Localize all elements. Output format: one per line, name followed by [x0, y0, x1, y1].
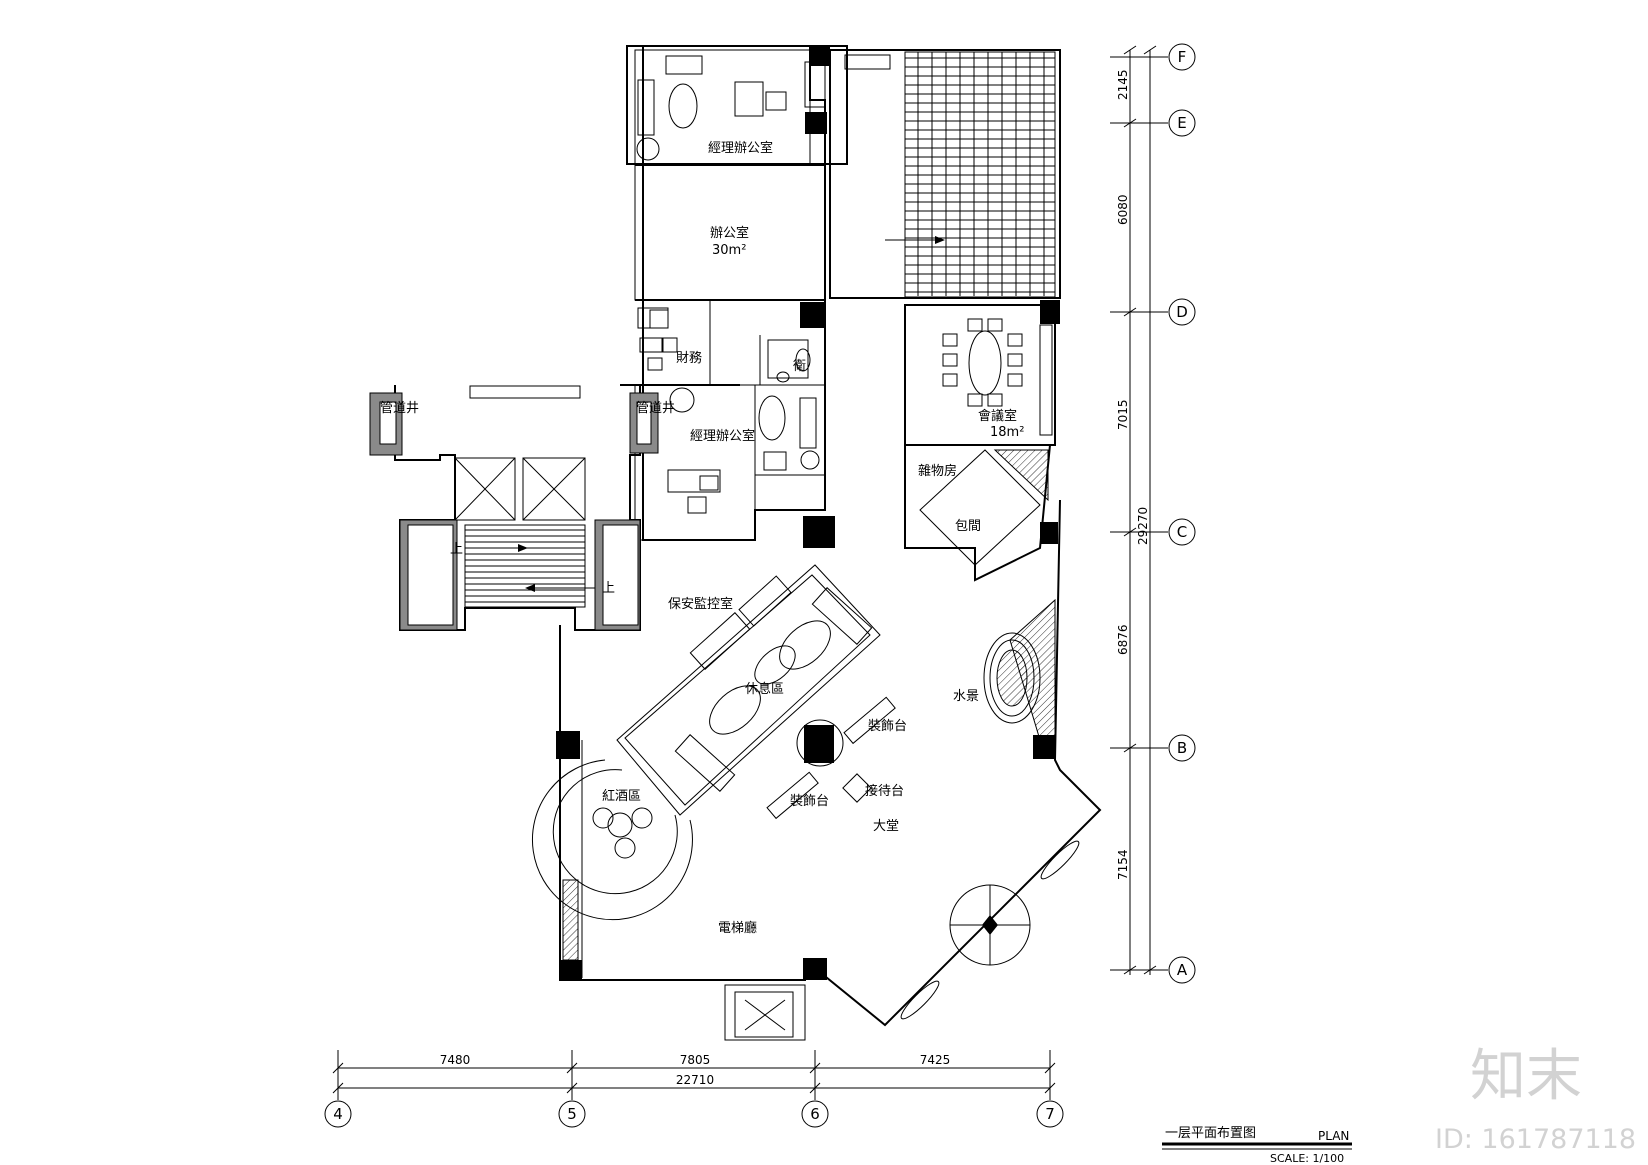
main-staircase	[829, 49, 1061, 299]
dim-bottom-2: 7425	[920, 1053, 951, 1067]
label-shaft-right: 管道井	[636, 401, 675, 416]
col-grid-markers: 4 5 6 7	[324, 1050, 1064, 1128]
lobby-decor	[766, 696, 896, 820]
meeting-chair	[1007, 333, 1023, 347]
dim-right-3: 6876	[1116, 624, 1130, 655]
drawing-scale: SCALE: 1/100	[1270, 1152, 1344, 1165]
meeting-chair	[942, 353, 958, 367]
grid-row-d: D	[1110, 298, 1196, 326]
dim-right-total: 29270	[1136, 507, 1150, 545]
watermark: 知末 ID: 161787118	[1435, 1044, 1636, 1155]
wine-bar-seating	[531, 759, 693, 921]
dim-bottom-1: 7805	[680, 1053, 711, 1067]
right-dimensions: 2145 6080 7015 6876 7154 29270	[1116, 45, 1157, 975]
label-gm-office-mid: 經理辦公室	[690, 428, 755, 444]
dim-right-2: 7015	[1116, 399, 1130, 430]
drawing-line	[1123, 45, 1137, 55]
svg-text:D: D	[1176, 303, 1188, 321]
row-grid-markers: F E D C B A	[1110, 43, 1196, 984]
grid-col-7: 7	[1036, 1050, 1064, 1128]
label-wine-bar: 紅酒區	[602, 789, 641, 804]
label-rest-area: 休息區	[745, 681, 784, 697]
meeting-chair	[987, 393, 1003, 407]
svg-text:A: A	[1177, 961, 1188, 979]
label-shaft-left: 管道井	[380, 401, 419, 416]
label-decor-2: 裝飾台	[790, 794, 829, 809]
svg-text:B: B	[1177, 739, 1187, 757]
title-block: 一层平面布置图 PLAN SCALE: 1/100	[1162, 1126, 1352, 1165]
svg-text:F: F	[1178, 48, 1187, 66]
dim-right-1: 6080	[1116, 194, 1130, 225]
label-security: 保安監控室	[668, 596, 733, 612]
label-wc: 衛	[793, 359, 806, 374]
label-meeting: 會議室	[978, 408, 1017, 424]
label-elevator-hall: 電梯廳	[718, 920, 757, 936]
label-meeting-area: 18m²	[990, 425, 1024, 440]
private-room	[904, 444, 1051, 582]
meeting-chair	[942, 373, 958, 387]
grid-row-c: C	[1110, 518, 1196, 546]
svg-text:C: C	[1177, 523, 1187, 541]
label-finance: 財務	[676, 351, 702, 366]
dim-right-4: 7154	[1116, 849, 1130, 880]
svg-text:6: 6	[810, 1105, 820, 1123]
svg-text:E: E	[1177, 114, 1186, 132]
grid-col-6: 6	[801, 1050, 829, 1128]
meeting-room	[904, 304, 1056, 446]
meeting-chair	[942, 333, 958, 347]
gm-office-mid-furniture	[667, 387, 820, 514]
dim-bottom-total: 22710	[676, 1073, 714, 1087]
drawing-plan-label: PLAN	[1318, 1129, 1349, 1143]
label-storage: 雜物房	[918, 463, 957, 479]
meeting-chair	[1007, 373, 1023, 387]
water-feature	[983, 632, 1041, 724]
rest-area-seating	[616, 564, 881, 816]
label-office: 辦公室	[710, 225, 749, 241]
finance-furniture	[637, 307, 811, 383]
entrance-doors	[900, 840, 1080, 1020]
svg-text:7: 7	[1045, 1105, 1055, 1123]
watermark-id: ID: 161787118	[1435, 1124, 1636, 1155]
service-core	[369, 384, 659, 631]
bottom-dimensions: 7480 7805 7425 22710	[332, 1053, 1056, 1094]
grid-row-a: A	[1110, 956, 1196, 984]
label-reception: 接待台	[865, 783, 904, 799]
label-stair-up-2: 上	[602, 581, 615, 596]
label-office-area: 30m²	[712, 243, 746, 258]
label-lounge-room: 包間	[955, 519, 981, 534]
dim-right-0: 2145	[1116, 69, 1130, 100]
room-labels: 經理辦公室 辦公室 30m² 財務 衛 經理辦公室 會議室 18m² 雜物房 包…	[380, 140, 1024, 936]
office-wing	[626, 45, 848, 541]
meeting-chair	[987, 318, 1003, 332]
drawing-title: 一层平面布置图	[1165, 1126, 1256, 1141]
label-stair-up-1: 上	[450, 542, 463, 557]
grid-row-b: B	[1110, 734, 1196, 762]
label-lobby: 大堂	[873, 819, 899, 834]
label-decor-1: 裝飾台	[868, 719, 907, 734]
meeting-chair	[967, 318, 983, 332]
drawing-line	[1143, 45, 1157, 55]
watermark-brand: 知末	[1470, 1044, 1582, 1109]
grid-col-4: 4	[324, 1050, 352, 1128]
grid-col-5: 5	[558, 1050, 586, 1128]
label-gm-office-top: 經理辦公室	[708, 140, 773, 156]
svg-text:5: 5	[567, 1105, 577, 1123]
dim-bottom-0: 7480	[440, 1053, 471, 1067]
svg-text:4: 4	[333, 1105, 343, 1123]
meeting-chair	[967, 393, 983, 407]
grid-row-e: E	[1110, 109, 1196, 137]
grid-row-f: F	[1110, 43, 1196, 71]
meeting-chair	[1007, 353, 1023, 367]
label-water-feature: 水景	[953, 689, 979, 704]
